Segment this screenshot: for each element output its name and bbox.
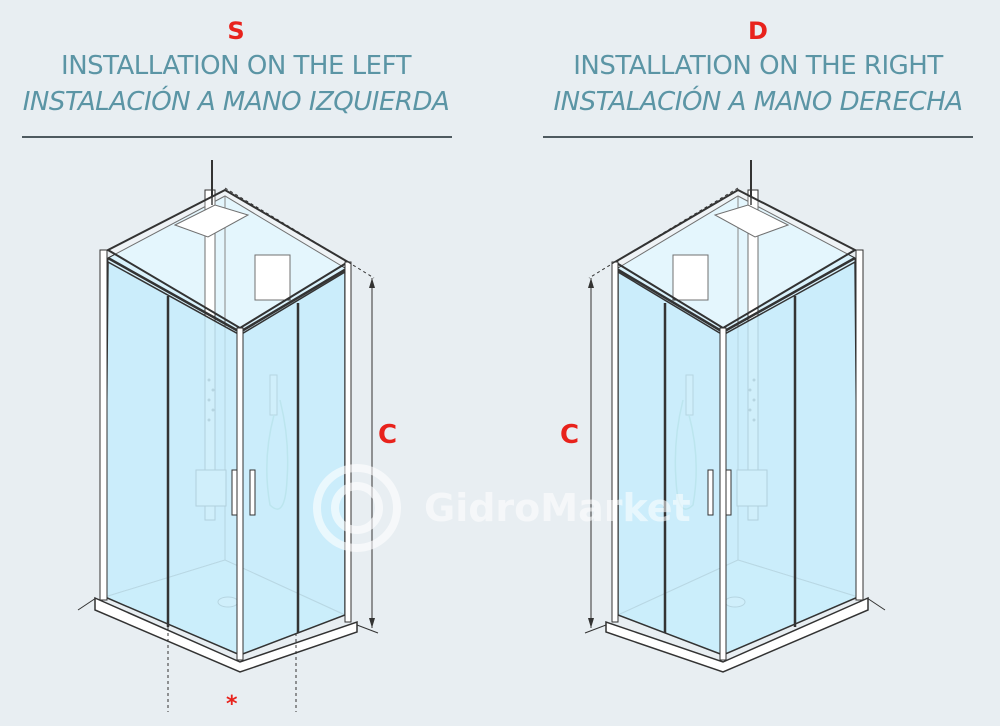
left-header: S INSTALLATION ON THE LEFT INSTALACIÓN A… [16,14,456,120]
left-note-asterisk: * [226,692,238,717]
left-dimension-label: C [378,420,398,450]
left-code: S [227,17,245,45]
watermark-logo [313,464,401,552]
right-divider [543,136,973,138]
right-header: D INSTALLATION ON THE RIGHT INSTALACIÓN … [538,14,978,120]
watermark-text: GidroMarket [424,486,691,530]
left-title-es: INSTALACIÓN A MANO IZQUIERDA [22,87,450,117]
right-cabin [583,158,887,674]
left-door-dashed-guides [167,627,297,712]
right-code: D [748,17,768,45]
left-divider [22,136,452,138]
right-title-es: INSTALACIÓN A MANO DERECHA [553,87,963,117]
left-cabin [76,158,380,674]
right-dimension-label: C [560,420,580,450]
right-title-en: INSTALLATION ON THE RIGHT [573,51,943,81]
left-title-en: INSTALLATION ON THE LEFT [61,51,411,81]
